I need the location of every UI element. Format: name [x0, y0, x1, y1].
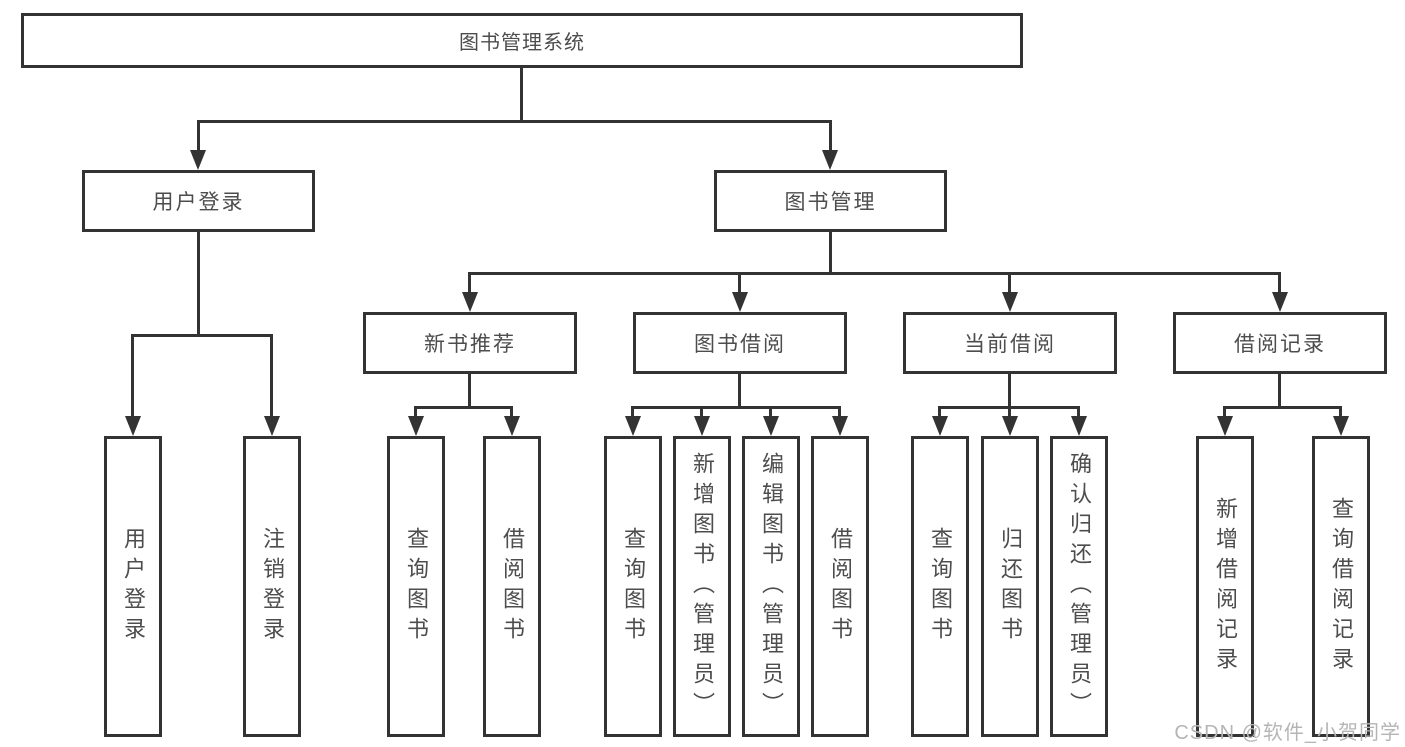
connector-line — [1278, 272, 1281, 296]
leaf-query-books-2: 查询图书 — [604, 436, 662, 737]
node-borrowing-records: 借阅记录 — [1173, 312, 1387, 374]
arrowhead-down-icon — [1071, 416, 1087, 436]
node-label: 新增借阅记录 — [1213, 496, 1238, 677]
node-label: 归还图书 — [998, 526, 1023, 647]
connector-line — [838, 406, 841, 420]
node-label: 新书推荐 — [424, 333, 516, 356]
connector-line — [1223, 406, 1342, 409]
connector-line — [829, 120, 832, 154]
arrowhead-down-icon — [1002, 416, 1018, 436]
arrowhead-down-icon — [1002, 292, 1018, 312]
node-new-book-recommendation: 新书推荐 — [363, 312, 577, 374]
connector-line — [769, 406, 772, 420]
arrowhead-down-icon — [1272, 292, 1288, 312]
arrowhead-down-icon — [694, 416, 710, 436]
arrowhead-down-icon — [832, 416, 848, 436]
arrowhead-down-icon — [504, 416, 520, 436]
arrowhead-down-icon — [763, 416, 779, 436]
connector-line — [468, 374, 471, 408]
arrowhead-down-icon — [625, 416, 641, 436]
connector-line — [510, 406, 513, 420]
leaf-query-borrow-record: 查询借阅记录 — [1312, 436, 1370, 737]
connector-line — [829, 232, 832, 274]
leaf-add-borrow-record: 新增借阅记录 — [1196, 436, 1254, 737]
connector-line — [631, 406, 634, 420]
node-user-login: 用户登录 — [82, 170, 315, 232]
node-label: 查询图书 — [928, 526, 953, 647]
node-label: 图书管理 — [784, 191, 877, 214]
leaf-query-books: 查询图书 — [387, 436, 445, 737]
node-label: 图书借阅 — [694, 333, 786, 356]
connector-line — [468, 272, 1281, 275]
connector-line — [1008, 272, 1011, 296]
leaf-return-books: 归还图书 — [981, 436, 1039, 737]
arrowhead-down-icon — [822, 150, 838, 170]
node-library-management-system: 图书管理系统 — [21, 13, 1023, 68]
arrowhead-down-icon — [190, 150, 206, 170]
connector-line — [414, 406, 417, 420]
connector-line — [468, 272, 471, 296]
connector-line — [197, 232, 200, 336]
arrowhead-down-icon — [264, 416, 280, 436]
node-label: 用户登录 — [152, 191, 245, 214]
connector-line — [270, 334, 273, 420]
node-label: 注销登录 — [260, 526, 285, 647]
node-label: 借阅图书 — [828, 526, 853, 647]
connector-line — [131, 334, 134, 420]
leaf-borrow-books: 借阅图书 — [483, 436, 541, 737]
leaf-confirm-return-admin: 确认归还（管理员） — [1050, 436, 1108, 737]
connector-line — [1223, 406, 1226, 420]
node-label: 查询借阅记录 — [1329, 496, 1354, 677]
node-label: 当前借阅 — [964, 333, 1056, 356]
watermark-text: CSDN @软件_小贺同学 — [1174, 722, 1401, 744]
connector-line — [700, 406, 703, 420]
node-label: 图书管理系统 — [459, 32, 585, 54]
arrowhead-down-icon — [732, 292, 748, 312]
leaf-logout: 注销登录 — [243, 436, 301, 737]
arrowhead-down-icon — [125, 416, 141, 436]
leaf-edit-books-admin: 编辑图书（管理员） — [742, 436, 800, 737]
connector-line — [938, 406, 941, 420]
node-book-management: 图书管理 — [714, 170, 947, 232]
node-book-borrowing: 图书借阅 — [633, 312, 847, 374]
leaf-query-books-3: 查询图书 — [911, 436, 969, 737]
node-current-borrowing: 当前借阅 — [903, 312, 1117, 374]
connector-line — [1008, 406, 1011, 420]
connector-line — [631, 406, 841, 409]
node-label: 用户登录 — [121, 526, 146, 647]
connector-line — [197, 120, 832, 123]
leaf-add-books-admin: 新增图书（管理员） — [673, 436, 731, 737]
connector-line — [738, 272, 741, 296]
connector-line — [1077, 406, 1080, 420]
node-label: 新增图书（管理员） — [690, 451, 715, 722]
node-label: 借阅图书 — [500, 526, 525, 647]
connector-line — [131, 334, 273, 337]
arrowhead-down-icon — [932, 416, 948, 436]
connector-line — [738, 374, 741, 408]
arrowhead-down-icon — [1333, 416, 1349, 436]
node-label: 借阅记录 — [1234, 333, 1326, 356]
connector-line — [1339, 406, 1342, 420]
leaf-borrow-books-2: 借阅图书 — [811, 436, 869, 737]
connector-line — [1278, 374, 1281, 408]
node-label: 查询图书 — [404, 526, 429, 647]
connector-line — [414, 406, 513, 409]
node-label: 确认归还（管理员） — [1067, 451, 1092, 722]
arrowhead-down-icon — [408, 416, 424, 436]
connector-line — [197, 120, 200, 154]
node-label: 编辑图书（管理员） — [759, 451, 784, 722]
leaf-user-login: 用户登录 — [104, 436, 162, 737]
connector-line — [1008, 374, 1011, 408]
node-label: 查询图书 — [621, 526, 646, 647]
connector-line — [520, 68, 523, 122]
arrowhead-down-icon — [462, 292, 478, 312]
arrowhead-down-icon — [1217, 416, 1233, 436]
